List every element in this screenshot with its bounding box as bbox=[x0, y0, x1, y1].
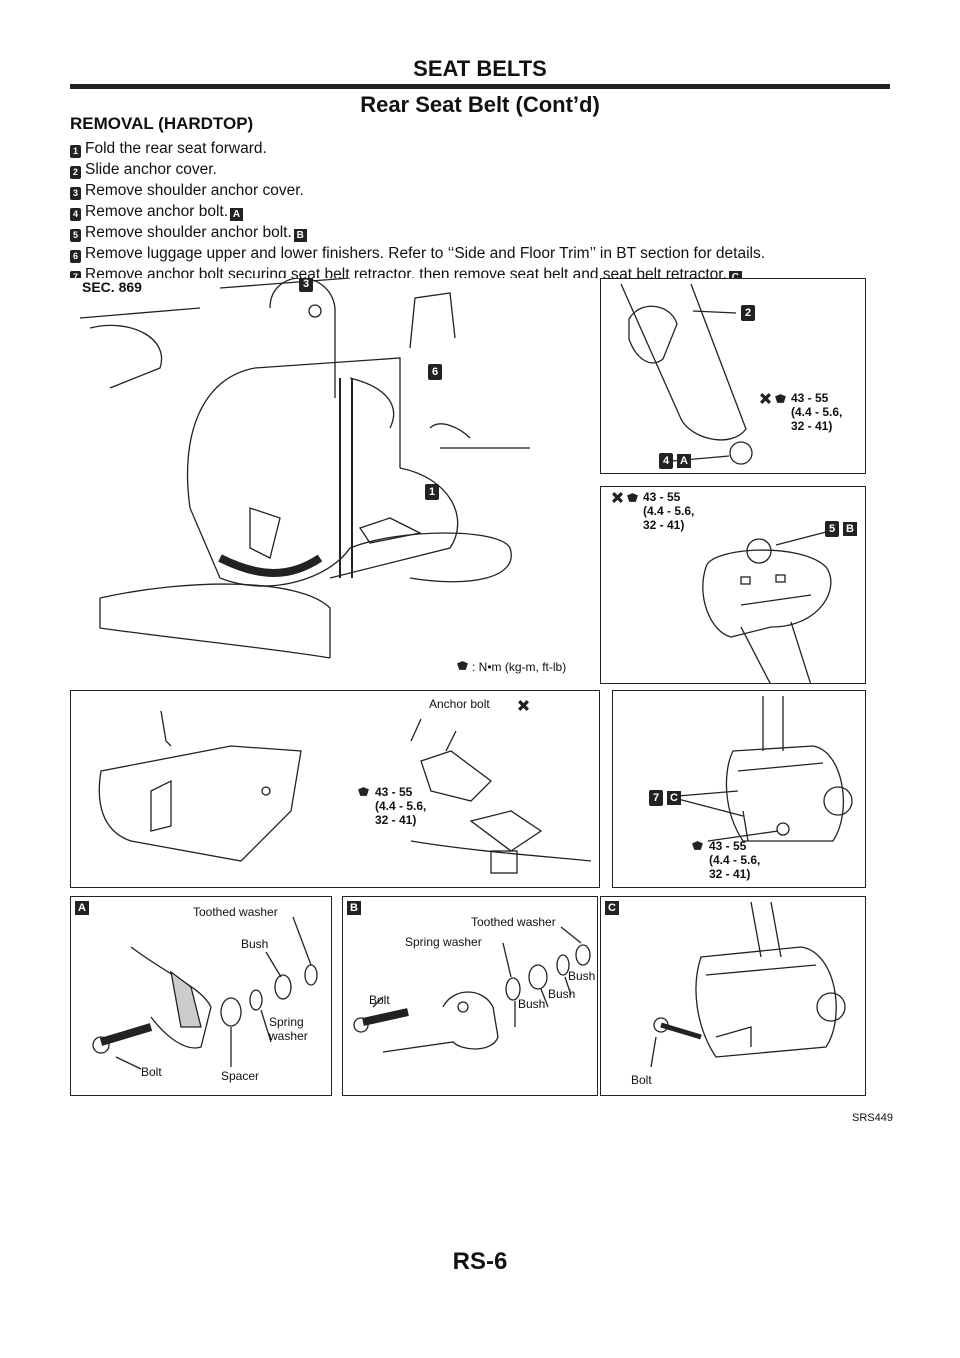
torque-wrench-icon bbox=[692, 841, 703, 850]
tamper-proof-bolt-icon bbox=[760, 393, 771, 404]
bush-label: Bush bbox=[241, 937, 269, 951]
detail-b-drawing bbox=[353, 926, 591, 1053]
header-rule-thin bbox=[70, 88, 890, 89]
torque-spec: 43 - 55 (4.4 - 5.6, 32 - 41) bbox=[643, 490, 695, 532]
shoulder-anchor-drawing bbox=[702, 531, 832, 683]
detail-c-panel: C Bolt bbox=[600, 896, 866, 1096]
step-text: Remove shoulder anchor bolt. bbox=[85, 224, 292, 241]
toothed-washer-label: Toothed washer bbox=[193, 905, 278, 919]
callout-7: 7 bbox=[649, 790, 663, 806]
step-number-badge: 2 bbox=[70, 166, 81, 179]
section-title: SEAT BELTS bbox=[413, 56, 547, 81]
detail-a-drawing bbox=[92, 916, 318, 1070]
retractor-panel: 7 C 43 - 55 (4.4 - 5.6, 32 - 41) bbox=[612, 690, 866, 888]
torque-wrench-icon bbox=[775, 394, 786, 403]
anchor-cover-drawing bbox=[620, 283, 753, 465]
seat-overview-panel: SEC. 869 3 6 1 : N•m (kg-m, ft-lb) bbox=[70, 278, 600, 686]
torque-wrench-icon bbox=[457, 661, 468, 670]
section-subtitle: Rear Seat Belt (Cont’d) bbox=[360, 92, 600, 117]
step-item: 3 Remove shoulder anchor cover. bbox=[70, 180, 900, 201]
callout-4: 4 bbox=[659, 453, 673, 469]
procedure-heading: REMOVAL (HARDTOP) bbox=[70, 114, 254, 133]
sec-number: SEC. 869 bbox=[82, 279, 142, 295]
step-item: 4 Remove anchor bolt.A bbox=[70, 201, 900, 222]
figure-code: SRS449 bbox=[852, 1112, 893, 1124]
torque-spec: 43 - 55 (4.4 - 5.6, 32 - 41) bbox=[709, 839, 761, 881]
tamper-proof-bolt-icon bbox=[612, 492, 623, 503]
callout-2: 2 bbox=[741, 305, 755, 321]
anchor-cover-panel: 2 43 - 55 (4.4 - 5.6, 32 - 41) 4 A bbox=[600, 278, 866, 474]
header-rule bbox=[70, 84, 890, 88]
step-number-badge: 1 bbox=[70, 145, 81, 158]
torque-wrench-icon bbox=[358, 787, 369, 796]
detail-b-panel: B Toothed washer Spring washer Bush Bush… bbox=[342, 896, 598, 1096]
step-ref-badge: B bbox=[293, 229, 307, 242]
callout-5: 5 bbox=[825, 521, 839, 537]
bush-label: Bush bbox=[518, 997, 546, 1011]
step-text: Remove shoulder anchor cover. bbox=[85, 182, 304, 199]
detail-a-badge: A bbox=[75, 901, 89, 915]
callout-1: 1 bbox=[425, 484, 439, 500]
bolt-label: Bolt bbox=[141, 1065, 162, 1079]
callout-3: 3 bbox=[299, 278, 313, 292]
shoulder-anchor-panel: 43 - 55 (4.4 - 5.6, 32 - 41) 5 B bbox=[600, 486, 866, 684]
step-text: Slide anchor cover. bbox=[85, 161, 217, 178]
step-item: 5 Remove shoulder anchor bolt.B bbox=[70, 222, 900, 243]
step-text: Fold the rear seat forward. bbox=[85, 140, 267, 157]
anchor-bolt-drawing bbox=[98, 710, 592, 874]
step-number-badge: 6 bbox=[70, 250, 81, 263]
torque-spec: 43 - 55 (4.4 - 5.6, 32 - 41) bbox=[375, 785, 427, 827]
bolt-label: Bolt bbox=[369, 993, 390, 1007]
step-ref-badge: A bbox=[230, 208, 244, 221]
bolt-label: Bolt bbox=[631, 1073, 652, 1087]
spring-washer-label: Spring washer bbox=[269, 1015, 308, 1043]
ref-a-badge: A bbox=[677, 454, 691, 468]
callout-6: 6 bbox=[428, 364, 442, 380]
step-item: 6 Remove luggage upper and lower finisher… bbox=[70, 243, 900, 264]
step-number-badge: 4 bbox=[70, 208, 81, 221]
ref-b-badge: B bbox=[843, 522, 857, 536]
torque-spec: 43 - 55 (4.4 - 5.6, 32 - 41) bbox=[791, 391, 843, 433]
anchor-bolt-label: Anchor bolt bbox=[429, 697, 490, 711]
bush-label: Bush bbox=[548, 987, 576, 1001]
retractor-drawing bbox=[677, 696, 853, 842]
step-number-badge: 7 bbox=[70, 271, 81, 284]
step-item: 1 Fold the rear seat forward. bbox=[70, 138, 900, 159]
detail-c-drawing bbox=[650, 901, 846, 1068]
step-text: Remove luggage upper and lower finishers… bbox=[85, 245, 766, 262]
detail-c-badge: C bbox=[605, 901, 619, 915]
spacer-label: Spacer bbox=[221, 1069, 260, 1083]
seat-overview-drawing bbox=[79, 278, 530, 659]
tamper-proof-bolt-icon bbox=[518, 700, 529, 711]
bush-label: Bush bbox=[568, 969, 596, 983]
torque-legend: : N•m (kg-m, ft-lb) bbox=[472, 660, 567, 674]
detail-a-panel: A Toothed washer Bush Spring washer Spac… bbox=[70, 896, 332, 1096]
detail-b-badge: B bbox=[347, 901, 361, 915]
ref-c-badge: C bbox=[667, 791, 681, 805]
anchor-bolt-panel: Anchor bolt 43 - 55 (4.4 - 5.6, 32 - 41) bbox=[70, 690, 600, 888]
page-number: RS-6 bbox=[452, 1248, 508, 1275]
spring-washer-label: Spring washer bbox=[405, 935, 482, 949]
removal-steps: 1 Fold the rear seat forward. 2 Slide ancho… bbox=[70, 138, 900, 285]
toothed-washer-label: Toothed washer bbox=[471, 915, 556, 929]
step-item: 2 Slide anchor cover. bbox=[70, 159, 900, 180]
step-number-badge: 3 bbox=[70, 187, 81, 200]
torque-wrench-icon bbox=[627, 493, 638, 502]
step-text: Remove anchor bolt. bbox=[85, 203, 229, 220]
step-number-badge: 5 bbox=[70, 229, 81, 242]
